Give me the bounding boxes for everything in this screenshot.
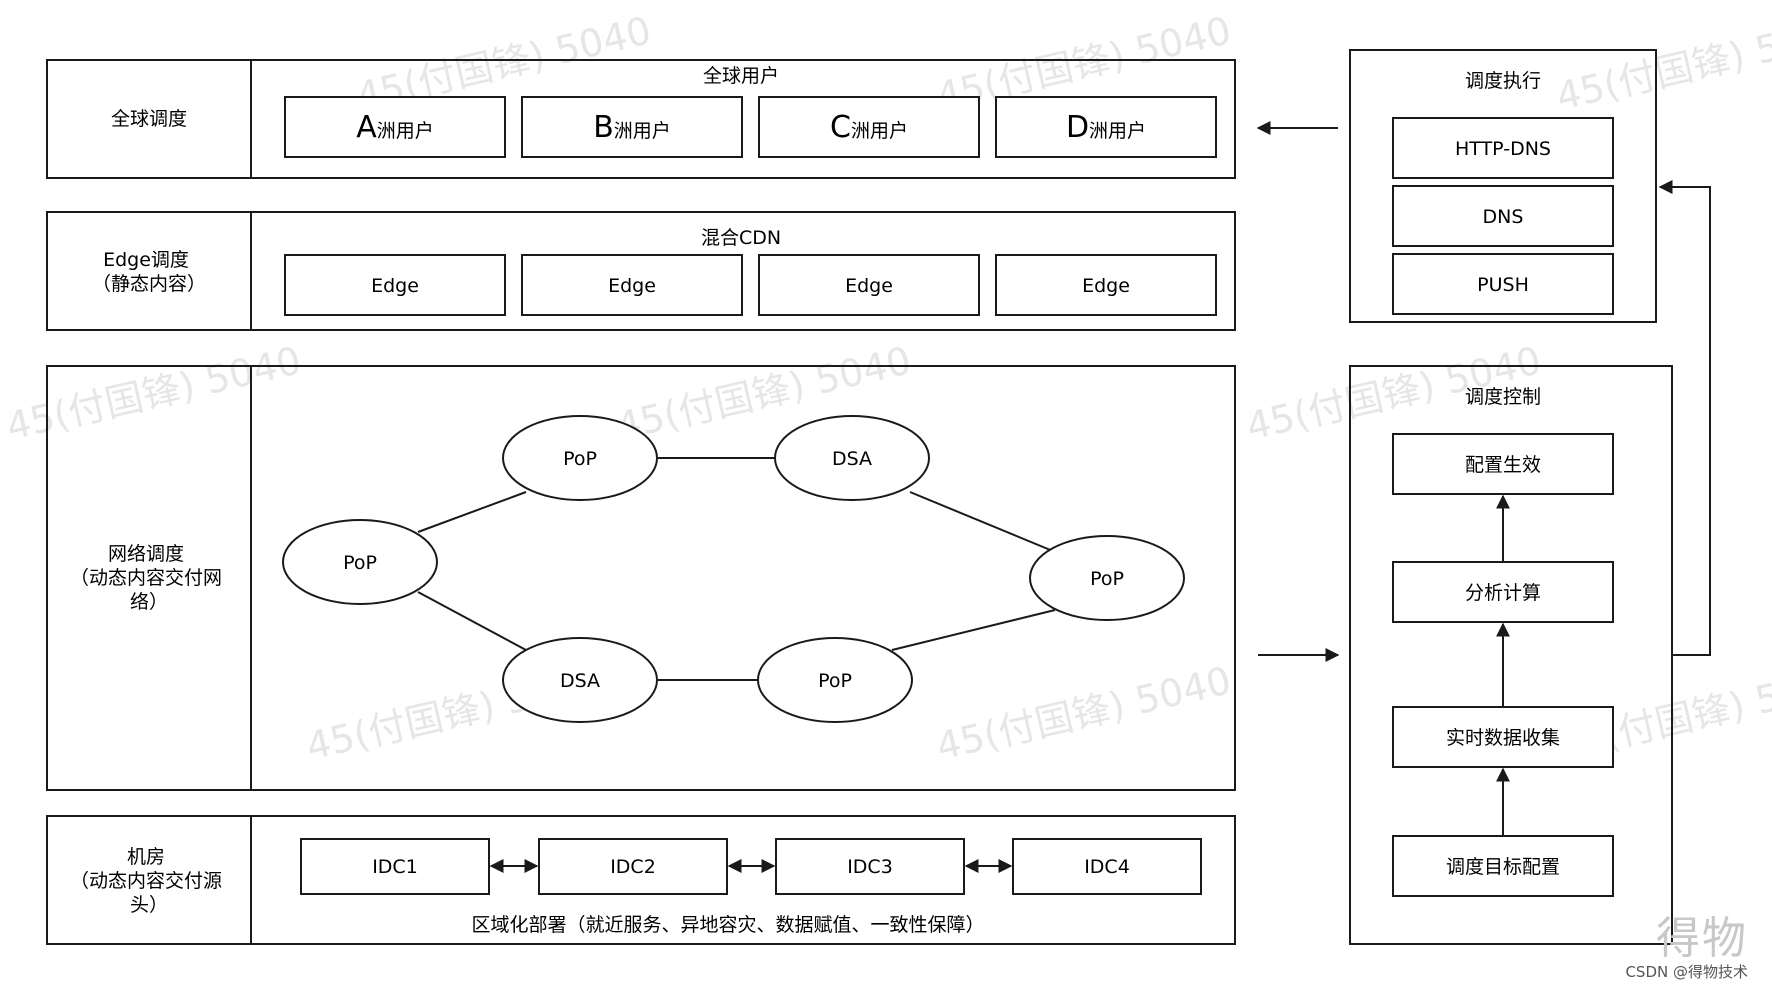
network-node: PoP	[1029, 535, 1185, 621]
global-user-suffix: 洲用户	[377, 120, 434, 142]
global-user-letter: D	[1066, 110, 1089, 145]
idc-box-label: IDC1	[372, 856, 418, 878]
control-step-label: 实时数据收集	[1446, 727, 1560, 749]
edge-box-label: Edge	[845, 275, 893, 297]
network-node-label: PoP	[818, 670, 852, 692]
idc-box: IDC3	[775, 838, 965, 895]
network-node-label: PoP	[563, 448, 597, 470]
global-user-suffix: 洲用户	[614, 120, 671, 142]
idc-box: IDC2	[538, 838, 728, 895]
network-node: PoP	[282, 519, 438, 605]
network-link	[417, 591, 527, 651]
control-panel: 调度控制 配置生效 分析计算 实时数据收集 调度目标配置	[1349, 365, 1673, 945]
svg-text:C洲用户: C洲用户	[830, 110, 908, 145]
network-node: DSA	[774, 415, 930, 501]
row-network-label-line: 络）	[130, 591, 168, 613]
network-node: PoP	[757, 637, 913, 723]
row-network-label-line: （动态内容交付网	[70, 567, 222, 589]
network-node-label: DSA	[560, 670, 600, 692]
row-edge-label: Edge调度 （静态内容）	[92, 249, 206, 295]
control-panel-title: 调度控制	[1465, 386, 1541, 408]
network-node: PoP	[502, 415, 658, 501]
watermark-text: 45(付国锋) 5040	[932, 658, 1235, 769]
idc-box: IDC4	[1012, 838, 1202, 895]
global-user-box: C洲用户	[758, 96, 980, 158]
network-node-label: PoP	[1090, 568, 1124, 590]
row-edge-frame	[46, 211, 1236, 331]
row-edge-scheduling: Edge调度 （静态内容） 混合CDN Edge Edge Edge Edge	[46, 211, 1236, 331]
row-network-label: 网络调度 （动态内容交付网 络）	[70, 543, 228, 613]
control-step-label: 调度目标配置	[1446, 856, 1560, 878]
exec-item-label: DNS	[1483, 206, 1524, 228]
network-links	[417, 457, 1061, 681]
control-step-box: 分析计算	[1392, 561, 1614, 623]
row-idc-caption: 区域化部署（就近服务、异地容灾、数据赋值、一致性保障）	[471, 914, 984, 936]
exec-item-box: HTTP-DNS	[1392, 117, 1614, 179]
edge-box-label: Edge	[371, 275, 419, 297]
row-network-scheduling: 网络调度 （动态内容交付网 络） PoP PoP DSA PoP	[46, 365, 1236, 791]
row-edge-label-line: Edge调度	[103, 249, 189, 271]
idc-box-label: IDC2	[610, 856, 656, 878]
idc-box: IDC1	[300, 838, 490, 895]
row-global-frame	[46, 59, 1236, 179]
global-user-suffix: 洲用户	[1089, 120, 1146, 142]
control-step-label: 分析计算	[1465, 582, 1541, 604]
row-idc: 机房 （动态内容交付源 头） IDC1 IDC2 IDC3 IDC4 区域化部署…	[46, 815, 1236, 945]
control-step-box: 配置生效	[1392, 433, 1614, 495]
svg-text:A洲用户: A洲用户	[356, 110, 434, 145]
network-link	[909, 491, 1061, 555]
row-edge-label-line: （静态内容）	[92, 273, 206, 295]
idc-box-label: IDC4	[1084, 856, 1130, 878]
edge-box: Edge	[284, 254, 506, 316]
control-step-label: 配置生效	[1465, 454, 1541, 476]
row-idc-frame	[46, 815, 1236, 945]
svg-text:D洲用户: D洲用户	[1066, 110, 1146, 145]
signature-credit: CSDN @得物技术	[1625, 963, 1748, 981]
exec-item-label: HTTP-DNS	[1455, 138, 1551, 160]
exec-item-box: PUSH	[1392, 253, 1614, 315]
control-step-box: 调度目标配置	[1392, 835, 1614, 897]
row-idc-label-line: （动态内容交付源	[70, 870, 222, 892]
row-edge-title: 混合CDN	[701, 227, 781, 249]
row-idc-label-line: 头）	[130, 894, 168, 916]
edge-box-label: Edge	[608, 275, 656, 297]
exec-panel-frame	[1349, 49, 1657, 323]
row-idc-label: 机房 （动态内容交付源 头）	[70, 846, 228, 916]
row-network-frame	[46, 365, 1236, 791]
edge-box: Edge	[758, 254, 980, 316]
cross-arrows	[1256, 121, 1711, 662]
arrow-control-to-exec	[1658, 180, 1711, 656]
source-signature: 得物 CSDN @得物技术	[1625, 917, 1748, 980]
network-node-label: DSA	[832, 448, 872, 470]
row-global-title: 全球用户	[703, 65, 779, 87]
global-user-box: D洲用户	[995, 96, 1217, 158]
network-node: DSA	[502, 637, 658, 723]
global-user-box: B洲用户	[521, 96, 743, 158]
global-user-suffix: 洲用户	[851, 120, 908, 142]
edge-box: Edge	[995, 254, 1217, 316]
row-network-label-line: 网络调度	[108, 543, 184, 565]
network-node-label: PoP	[343, 552, 377, 574]
idc-box-label: IDC3	[847, 856, 893, 878]
network-link	[417, 491, 527, 533]
global-user-letter: C	[830, 110, 851, 145]
control-step-box: 实时数据收集	[1392, 706, 1614, 768]
exec-panel-title: 调度执行	[1465, 70, 1541, 92]
global-user-box: A洲用户	[284, 96, 506, 158]
global-user-letter: B	[593, 110, 614, 145]
row-global-label: 全球调度	[111, 108, 187, 130]
watermark-text: 45(付国锋) 5040	[1552, 8, 1772, 119]
exec-item-box: DNS	[1392, 185, 1614, 247]
svg-text:B洲用户: B洲用户	[593, 110, 671, 145]
signature-logo-text: 得物	[1656, 913, 1748, 964]
network-link	[891, 609, 1056, 651]
edge-box-label: Edge	[1082, 275, 1130, 297]
row-idc-label-line: 机房	[127, 846, 165, 868]
edge-box: Edge	[521, 254, 743, 316]
global-user-letter: A	[356, 110, 377, 145]
exec-item-label: PUSH	[1477, 274, 1529, 296]
exec-panel: 调度执行 HTTP-DNS DNS PUSH	[1349, 49, 1657, 323]
row-global-scheduling: 全球调度 全球用户 A洲用户 B洲用户 C洲用户 D洲用户	[46, 59, 1236, 179]
